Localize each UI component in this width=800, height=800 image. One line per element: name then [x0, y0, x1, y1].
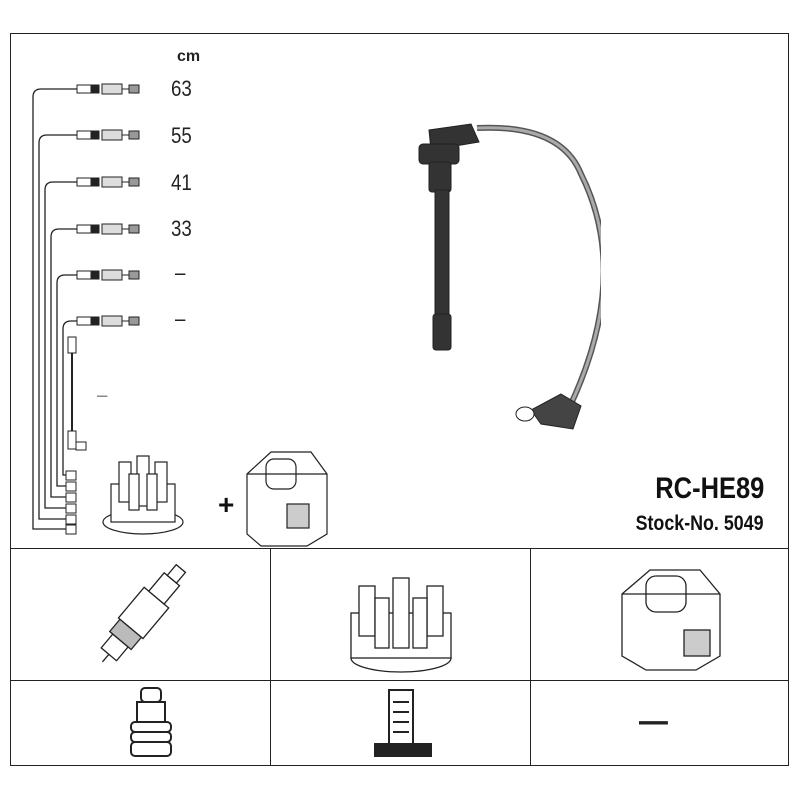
cable-length-5: –	[175, 260, 186, 285]
ignition-coil-small-icon	[246, 451, 328, 547]
coil-lead-length: –	[97, 382, 108, 407]
plus-sign: +	[218, 489, 235, 520]
divider-middle	[11, 680, 788, 681]
distributor-cap-icon	[350, 577, 452, 673]
stock-number: Stock-No. 5049	[636, 512, 764, 535]
cable-length-1: 63	[171, 76, 192, 101]
divider-top	[11, 548, 788, 549]
cable-length-3: 41	[171, 170, 192, 195]
spark-plug-icon	[100, 563, 187, 663]
ignition-lead-illustration	[418, 123, 601, 430]
cable-length-2: 55	[171, 123, 192, 148]
terminal-connector-icon	[374, 689, 432, 757]
ignition-coil-icon	[621, 569, 721, 671]
plug-boot-icon	[130, 687, 172, 757]
empty-component-dash: —	[639, 702, 668, 740]
unit-label: cm	[177, 48, 201, 65]
product-frame: cm 63 55 41 33 – – – + RC-HE89 Stock-No.…	[10, 33, 789, 766]
distributor-cap-small-icon	[102, 455, 184, 535]
product-code: RC-HE89	[654, 472, 764, 505]
cable-length-6: –	[175, 306, 186, 331]
divider-col2	[530, 548, 531, 765]
cable-set-illustration	[32, 83, 328, 547]
cable-length-4: 33	[171, 216, 192, 241]
divider-col1	[270, 548, 271, 765]
